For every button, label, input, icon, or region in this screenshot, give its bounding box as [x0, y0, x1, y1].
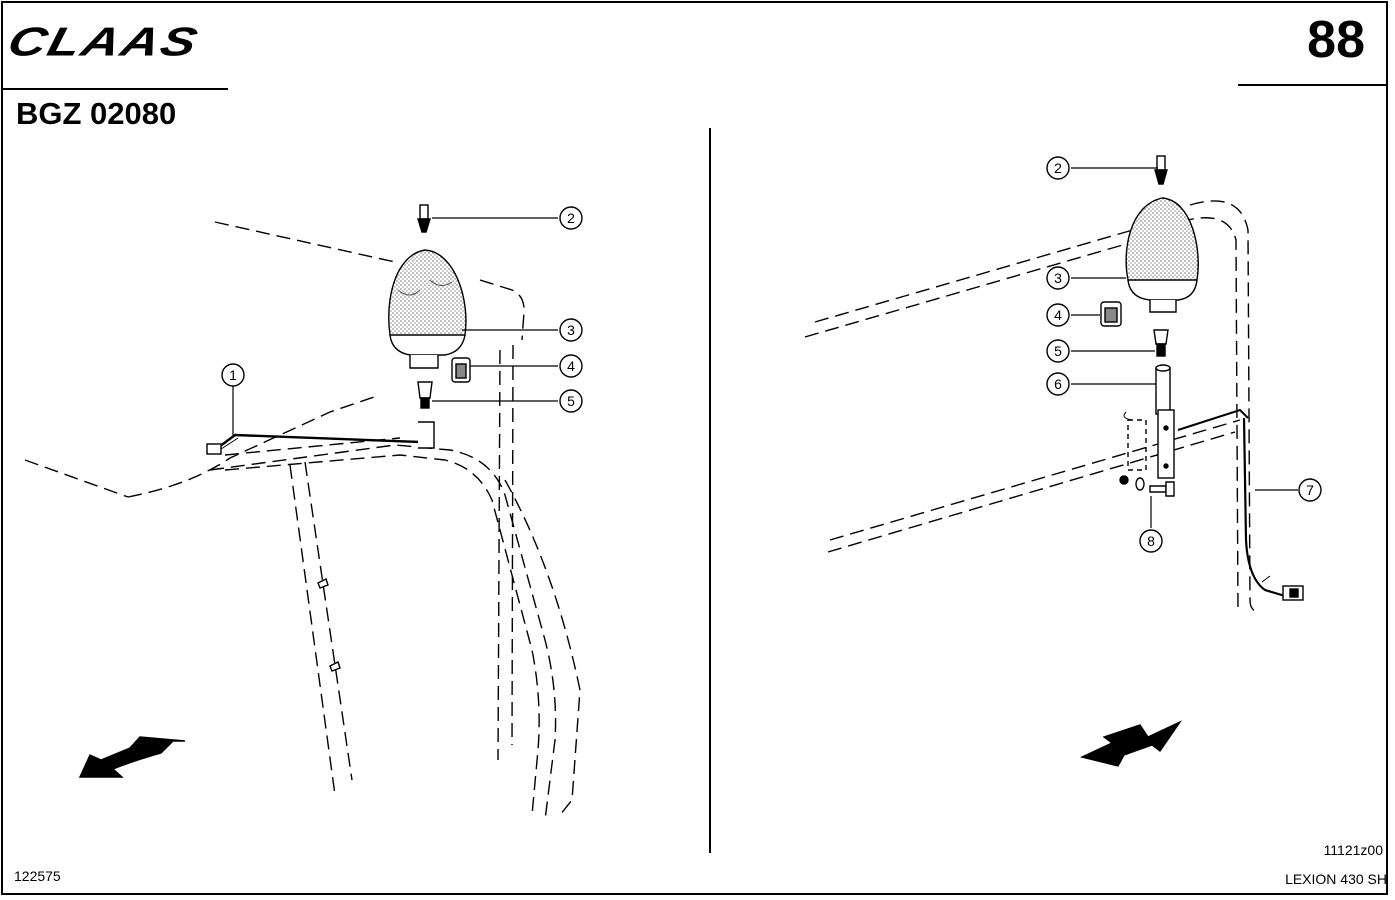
left-callouts	[221, 206, 583, 413]
callout-right-6-label: 6	[1054, 376, 1062, 392]
footer-right-code: 11121z00	[1323, 842, 1383, 858]
right-beacon-lamp	[1125, 197, 1199, 313]
left-direction-arrow	[78, 736, 186, 778]
callout-right-4-label: 4	[1054, 307, 1062, 323]
callout-left-4	[559, 354, 583, 378]
callout-left-2-label: 2	[567, 210, 575, 226]
callout-left-3	[559, 318, 583, 342]
right-callouts	[1046, 156, 1322, 553]
left-beacon-lamp	[388, 249, 467, 369]
right-direction-arrow	[1079, 720, 1183, 767]
callout-right-2-label: 2	[1054, 160, 1062, 176]
callout-left-4-label: 4	[567, 358, 575, 374]
callout-left-5-label: 5	[567, 393, 575, 409]
right-screw-part	[1154, 155, 1168, 185]
panel-divider	[709, 128, 711, 853]
callout-right-6	[1046, 372, 1070, 396]
right-socket-part	[1100, 301, 1122, 327]
right-cable	[1242, 417, 1304, 601]
right-cab-outline	[804, 200, 1261, 613]
callout-right-7	[1298, 478, 1322, 502]
pillar-clip-lower	[329, 661, 341, 672]
pillar-clip-upper	[317, 578, 329, 589]
right-callout-labels: 2 3 4 5 6 7 8	[1054, 160, 1314, 549]
left-leader-lines	[232, 217, 558, 435]
right-mount-part	[1153, 329, 1169, 357]
left-screw-part	[417, 204, 431, 233]
callout-right-5-label: 5	[1054, 343, 1062, 359]
left-cable	[206, 421, 435, 455]
left-callout-labels: 1 2 3 4 5	[229, 210, 575, 409]
callout-left-5	[559, 389, 583, 413]
left-panel-drawing	[24, 204, 581, 821]
left-cab-outline	[24, 221, 581, 821]
callout-right-3	[1046, 266, 1070, 290]
callout-right-4	[1046, 303, 1070, 327]
logo-underline	[3, 88, 228, 90]
callout-right-5	[1046, 339, 1070, 363]
page-number-underline	[1238, 84, 1386, 86]
page-number: 88	[1307, 11, 1365, 69]
left-socket-part	[451, 357, 471, 383]
right-bracket-part	[1123, 364, 1249, 479]
footer-left-code: 122575	[14, 868, 61, 884]
right-bolt-set	[1119, 475, 1175, 497]
callout-right-8	[1139, 529, 1163, 553]
document-code: BGZ 02080	[16, 96, 177, 131]
callout-right-2	[1046, 156, 1070, 180]
footer-model: LEXION 430 SH	[1285, 871, 1387, 887]
callout-left-3-label: 3	[567, 322, 575, 338]
callout-right-3-label: 3	[1054, 270, 1062, 286]
callout-right-7-label: 7	[1306, 482, 1314, 498]
right-leader-lines	[1071, 167, 1298, 528]
left-mount-part	[417, 381, 433, 409]
callout-left-1	[221, 363, 245, 387]
callout-left-2	[559, 206, 583, 230]
callout-right-8-label: 8	[1147, 533, 1155, 549]
callout-left-1-label: 1	[229, 367, 237, 383]
right-panel-drawing	[804, 155, 1304, 767]
